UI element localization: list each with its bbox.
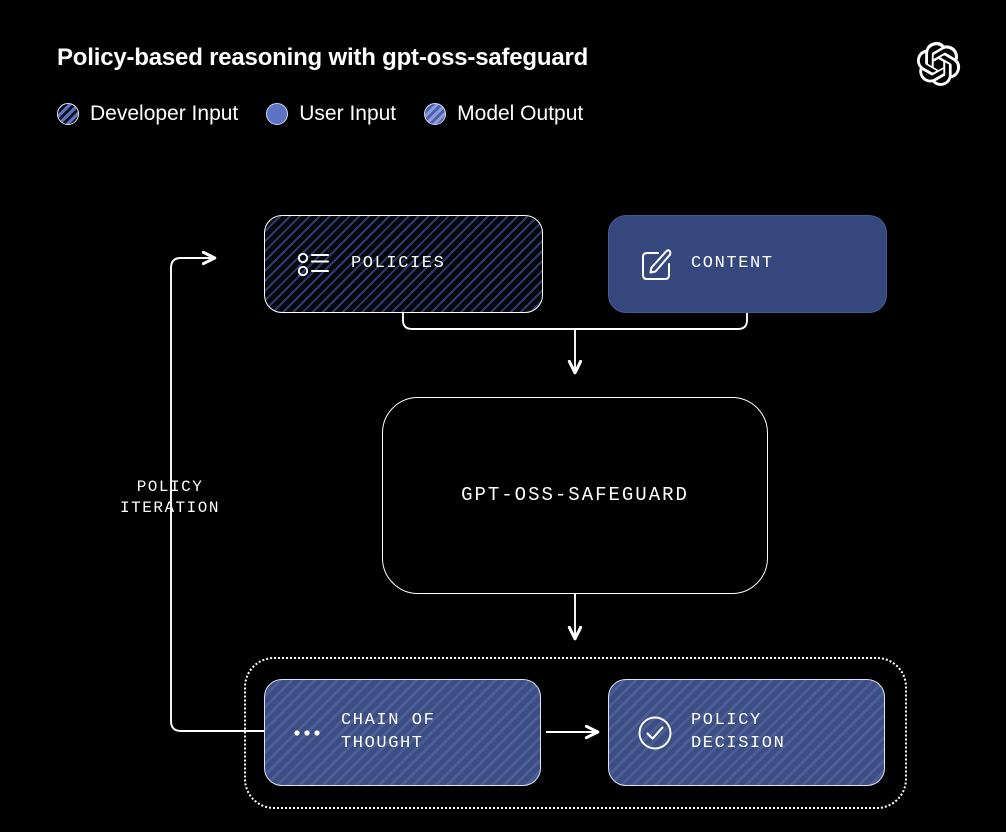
- check-circle-icon: [637, 715, 673, 751]
- openai-logo-icon: [917, 42, 961, 86]
- node-content[interactable]: CONTENT: [608, 215, 887, 313]
- legend-label: Model Output: [457, 102, 584, 125]
- node-label: CONTENT: [691, 253, 774, 273]
- legend-item-model-output: Model Output: [424, 102, 583, 126]
- node-label: GPT-OSS-SAFEGUARD: [461, 483, 689, 506]
- hatched-dark-circle-icon: [57, 103, 79, 125]
- legend-item-user-input: User Input: [266, 102, 396, 126]
- solid-blue-circle-icon: [266, 103, 289, 125]
- node-label: POLICY DECISION: [691, 710, 786, 753]
- ellipsis-icon: [293, 723, 323, 743]
- model-output-group: [244, 657, 907, 809]
- legend: Developer Input User Input Model Output: [57, 99, 583, 129]
- legend-label: User Input: [299, 102, 397, 125]
- legend-label: Developer Input: [90, 102, 239, 125]
- node-label: POLICIES: [351, 253, 446, 273]
- node-chain-of-thought[interactable]: CHAIN OF THOUGHT: [264, 679, 541, 786]
- legend-item-developer-input: Developer Input: [57, 102, 238, 126]
- edit-square-icon: [639, 247, 673, 281]
- bulleted-list-icon: [297, 249, 331, 279]
- policy-iteration-label: POLICY ITERATION: [120, 478, 220, 518]
- node-policies[interactable]: POLICIES: [264, 215, 543, 313]
- node-label: CHAIN OF THOUGHT: [341, 710, 436, 753]
- hatched-blue-circle-icon: [424, 103, 447, 125]
- node-gpt-oss-safeguard[interactable]: GPT-OSS-SAFEGUARD: [382, 397, 768, 594]
- page-title: Policy-based reasoning with gpt-oss-safe…: [57, 44, 589, 71]
- node-policy-decision[interactable]: POLICY DECISION: [608, 679, 885, 786]
